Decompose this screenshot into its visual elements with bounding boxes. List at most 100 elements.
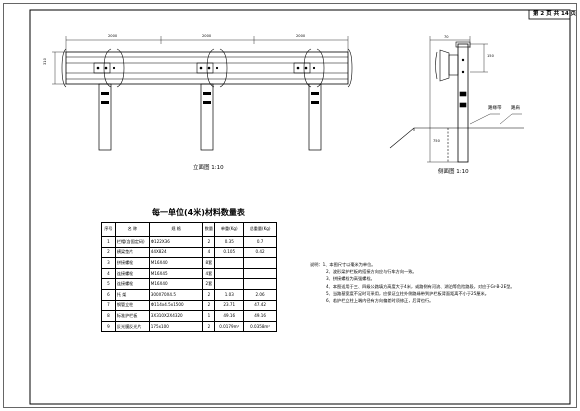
table-cell: 4套	[202, 267, 216, 280]
outer-frame	[3, 3, 577, 408]
table-cell: 47.42	[243, 299, 277, 312]
inner-frame	[29, 9, 571, 405]
page-box	[528, 9, 571, 20]
elevation-fill	[96, 66, 319, 104]
page-number: 第 2 页 共 14 页	[533, 11, 577, 17]
side-dim-top: 70	[444, 35, 449, 39]
note-line: 6、若护栏立柱上端内径有方向偏差时须修正，后背也行。	[326, 298, 434, 304]
note-line: 5、当路基宽度不足时可采用，应保证立柱外侧路缘带到护栏板背面距离不小于25厘米。	[326, 290, 489, 296]
table-cell: 2.06	[243, 288, 277, 301]
table-cell: 2	[202, 299, 216, 312]
table-cell: 49.16	[243, 310, 277, 322]
table-cell: 300X70X4.5	[148, 288, 204, 301]
table-cell: 3	[101, 257, 116, 269]
side-view-drawing	[389, 36, 524, 163]
curb-label: 路缘带	[488, 106, 502, 111]
table-cell: 钢管立柱	[114, 299, 150, 312]
table-cell: 6	[101, 288, 116, 301]
dim-span-1: 2000	[108, 34, 118, 38]
table-cell: Φ122X36	[148, 236, 204, 248]
header-cell: 总重量(Kg)	[243, 222, 277, 237]
table-cell: 4	[101, 267, 116, 280]
table-header-row: 序号 名 称 规 格 数量 单重(Kg) 总重量(Kg)	[101, 222, 277, 237]
note-line: 4、本图适用于三、四级公路填方高度大于4米，或路侧有河流、湖泊等危险路段，对应于…	[326, 283, 515, 289]
table-cell: 1	[101, 236, 116, 248]
table-cell: 23.71	[214, 299, 245, 312]
table-cell: 连接螺栓	[114, 278, 150, 290]
table-cell: Φ114x4.5x1500	[148, 299, 204, 312]
shoulder-label: 路肩	[511, 106, 520, 111]
table-cell: 2套	[202, 278, 216, 290]
table-cell: 175x100	[148, 320, 204, 333]
table-cell	[243, 257, 277, 269]
table-cell	[214, 267, 245, 280]
table-cell: 5	[101, 278, 116, 290]
table-cell: 8套	[202, 257, 216, 269]
table-cell: 0.35	[214, 236, 245, 248]
table-cell: 0.105	[214, 246, 245, 259]
table-cell: 连接螺栓	[114, 267, 150, 280]
table-cell: M16X40	[148, 278, 204, 290]
table-cell: 0.7	[243, 236, 277, 248]
table-cell: 0.0179m²	[214, 320, 245, 333]
side-dim-post-top: 150	[487, 54, 494, 58]
table-title: 每一单位(4米)材料数量表	[152, 208, 245, 217]
table-cell: 拼接螺栓	[114, 257, 150, 269]
table-cell: 托 架	[114, 288, 150, 301]
side-ticks	[461, 58, 465, 74]
table-cell: 1	[202, 310, 216, 322]
table-cell: 栏帽(含固定码)	[114, 236, 150, 248]
table-cell: M16X40	[148, 257, 204, 269]
table-cell: 7	[101, 299, 116, 312]
table-cell: M16X45	[148, 267, 204, 280]
notes-block: 说明：1、本图尺寸以毫米为单位。 2、波形梁护栏板的搭接方向应与行车方向一致。 …	[310, 261, 560, 304]
dim-span-2: 2000	[202, 34, 212, 38]
table-cell: 3X310X2X4320	[148, 310, 204, 322]
header-cell: 序号	[101, 222, 116, 237]
table-cell: 标准护栏板	[114, 310, 150, 322]
table-cell: 0.42	[243, 246, 277, 259]
table-cell	[214, 257, 245, 269]
dim-span-3: 2000	[296, 34, 306, 38]
header-cell: 单重(Kg)	[214, 222, 245, 237]
table-cell	[243, 267, 277, 280]
table-cell: 4	[202, 246, 216, 259]
table-cell: 2	[202, 288, 216, 301]
elevation-caption: 立面图 1:10	[193, 165, 224, 171]
dim-height: 310	[43, 58, 47, 65]
table-cell: 2	[202, 320, 216, 333]
table-cell: 反光膜反光片	[114, 320, 150, 333]
table-cell	[214, 278, 245, 290]
table-cell: 44X824	[148, 246, 204, 259]
table-cell: 横梁垫片	[114, 246, 150, 259]
table-cell: 2	[202, 236, 216, 248]
table-cell: 1.03	[214, 288, 245, 301]
table-cell: 0.0358m²	[243, 320, 277, 333]
note-line: 3、拼接螺栓为高强螺栓。	[326, 276, 375, 282]
note-line: 说明：1、本图尺寸以毫米为单位。	[310, 262, 376, 267]
table-cell: 49.16	[214, 310, 245, 322]
side-caption: 侧面图 1:10	[438, 169, 469, 175]
table-cell	[243, 278, 277, 290]
header-cell: 名 称	[114, 222, 150, 237]
table-cell: 2	[101, 246, 116, 259]
table-cell: 9	[101, 320, 116, 333]
note-line: 2、波形梁护栏板的搭接方向应与行车方向一致。	[326, 269, 417, 275]
header-cell: 数量	[202, 222, 216, 237]
side-dim-ground: 750	[433, 139, 440, 143]
elevation-drawing	[52, 36, 353, 151]
table-cell: 8	[101, 310, 116, 322]
